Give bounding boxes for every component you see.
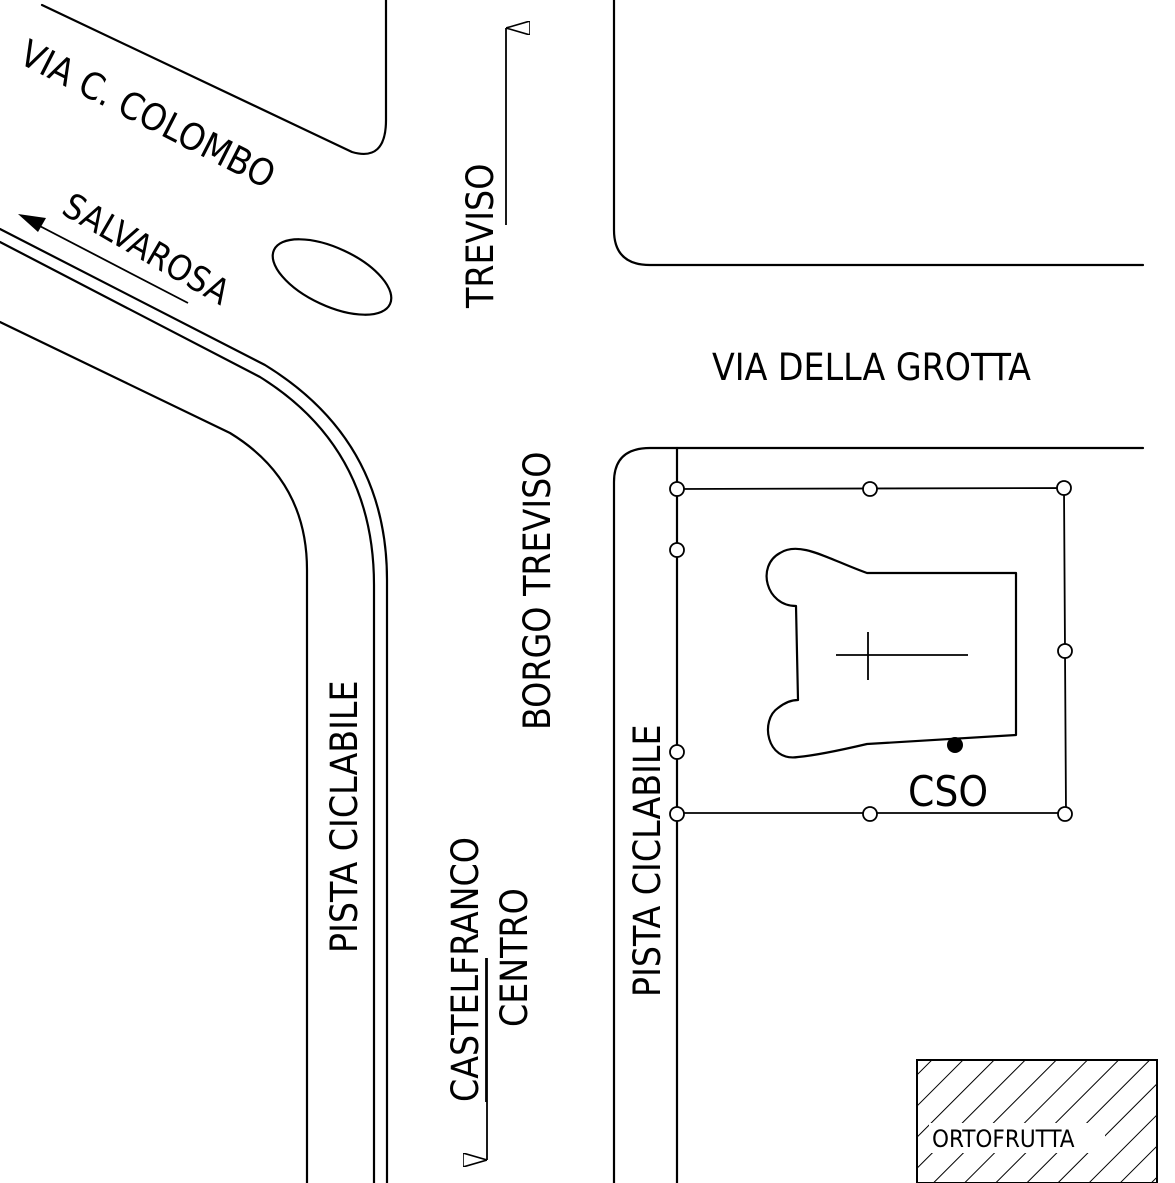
church-fence [676,487,1067,814]
traffic-island [271,238,393,316]
street-label-via-colombo: VIA C. COLOMBO [13,32,282,198]
ortofrutta-building [916,1059,1158,1183]
street-label-pista-ciclabile-west: PISTA CICLABILE [323,681,366,953]
cycle-path-outer-line [0,227,389,1183]
place-label-cso: CSO [908,767,988,816]
street-label-borgo-treviso: BORGO TREVISO [516,452,559,730]
cycle-path-inner-line [0,240,376,1183]
street-label-salvarosa: SALVAROSA [56,186,237,314]
road-edge-southwest-block [0,320,309,1183]
place-label-ortofrutta: ORTOFRUTTA [932,1125,1075,1153]
church-building [765,547,1018,759]
street-label-centro: CENTRO [493,888,536,1027]
cross-icon [836,632,968,680]
arrow-to-salvarosa [18,214,189,304]
street-label-pista-ciclabile-east: PISTA CICLABILE [626,725,669,997]
street-label-treviso: TREVISO [459,164,502,309]
road-edge-church-block [612,446,1145,1183]
cso-marker-icon [947,737,963,753]
road-edge-northeast-block [612,0,1145,267]
street-label-via-della-grotta: VIA DELLA GROTTA [712,346,1031,389]
street-label-castelfranco: CASTELFRANCO [444,837,487,1102]
road-edge-colombo-north [40,0,388,155]
fence-posts [669,480,1073,822]
